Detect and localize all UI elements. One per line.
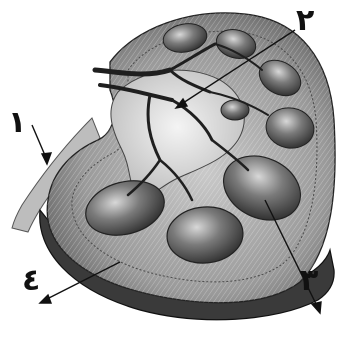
callout-label-3: ٣: [300, 263, 318, 298]
callout-label-2: ٢: [296, 3, 314, 38]
callout-label-4: ٤: [22, 263, 40, 298]
callout-label-1: ١: [8, 105, 26, 140]
